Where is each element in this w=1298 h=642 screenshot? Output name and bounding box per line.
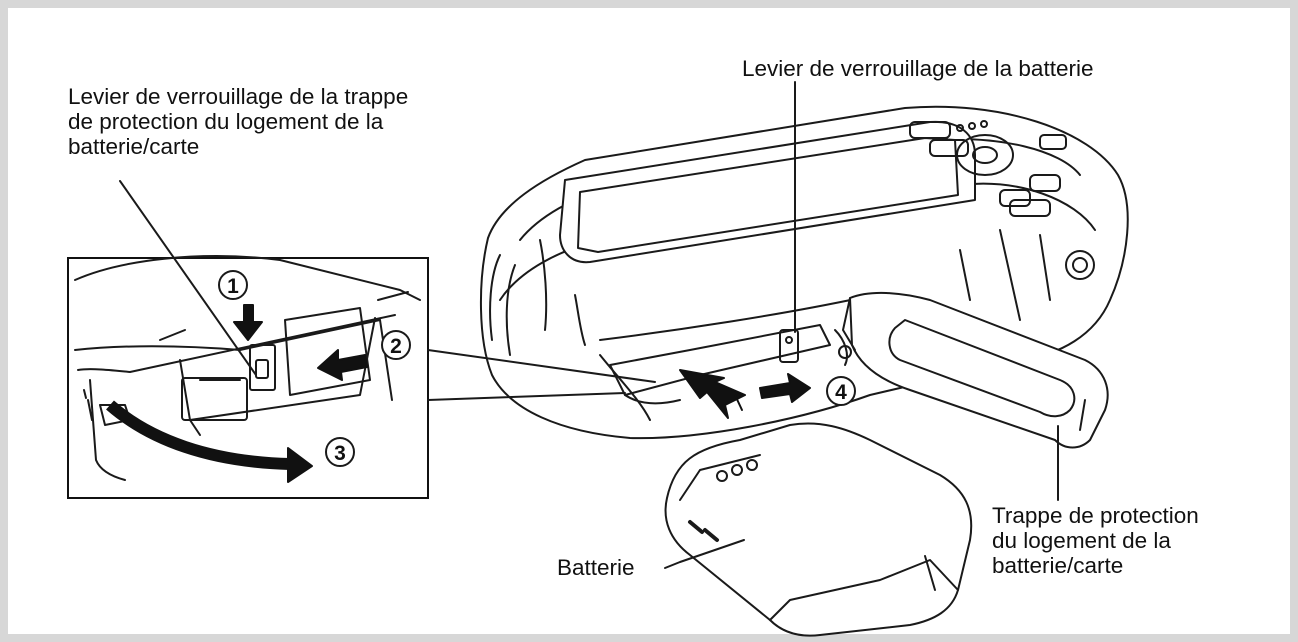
step-1-marker: 1 [219,271,247,299]
label-cover-lock-lever-line3: batterie/carte [68,134,408,159]
label-battery: Batterie [557,555,635,580]
svg-text:1: 1 [227,275,239,298]
label-battery-cover-line1: Trappe de protection [992,503,1199,528]
step-4-marker: 4 [827,377,855,405]
label-cover-lock-lever: Levier de verrouillage de la trappe de p… [68,84,408,159]
svg-text:4: 4 [835,381,847,404]
label-cover-lock-lever-line2: de protection du logement de la [68,109,408,134]
label-battery-cover-line3: batterie/carte [992,553,1199,578]
svg-text:3: 3 [334,442,346,465]
battery [666,423,972,635]
step-2-marker: 2 [382,331,410,359]
step-3-marker: 3 [326,438,354,466]
label-battery-cover: Trappe de protection du logement de la b… [992,503,1199,578]
svg-text:2: 2 [390,335,402,358]
label-battery-cover-line2: du logement de la [992,528,1199,553]
label-cover-lock-lever-line1: Levier de verrouillage de la trappe [68,84,408,109]
label-battery-lock-lever: Levier de verrouillage de la batterie [742,56,1093,81]
